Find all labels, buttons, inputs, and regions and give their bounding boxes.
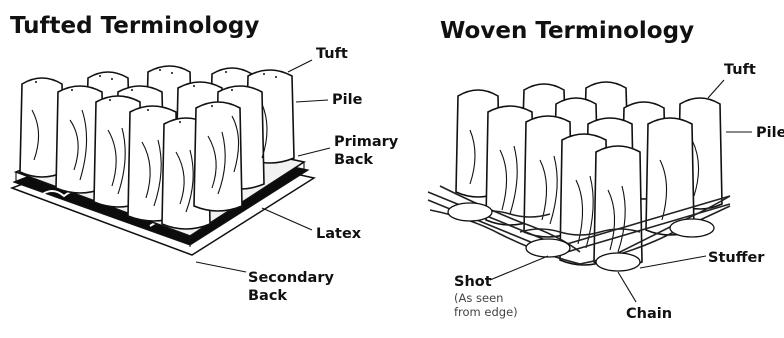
woven-shot-note-2: from edge) xyxy=(454,305,518,319)
tufted-label-primary-back-2: Back xyxy=(334,152,373,168)
tufted-tuft-leader xyxy=(288,60,312,72)
tufted-label-secondary-back-2: Back xyxy=(248,288,287,304)
woven-stuffer-leader xyxy=(640,256,706,268)
woven-label-stuffer: Stuffer xyxy=(708,250,765,266)
woven-shot-leader xyxy=(490,256,548,280)
tufted-label-primary-back-1: Primary xyxy=(334,134,399,150)
woven-carpet-illustration xyxy=(428,82,730,271)
woven-chain-leader xyxy=(618,272,636,302)
woven-title: Woven Terminology xyxy=(440,18,694,44)
tufted-pile-leader xyxy=(296,100,328,102)
tufted-primary-back-leader xyxy=(298,148,330,156)
woven-pile-strands xyxy=(456,82,722,267)
woven-label-shot: Shot xyxy=(454,274,492,290)
woven-shot-note-1: (As seen xyxy=(454,291,503,305)
woven-panel: Woven Terminology xyxy=(428,18,784,322)
woven-label-chain: Chain xyxy=(626,306,672,322)
tufted-label-tuft: Tuft xyxy=(316,46,348,62)
woven-tuft-leader xyxy=(708,80,724,98)
tufted-panel: Tufted Terminology xyxy=(10,13,399,304)
tufted-label-pile: Pile xyxy=(332,92,363,108)
tufted-latex-leader xyxy=(262,208,312,230)
woven-label-pile: Pile xyxy=(756,125,784,141)
tufted-carpet-illustration xyxy=(12,66,314,255)
tufted-label-latex: Latex xyxy=(316,226,362,242)
tufted-secondary-back-leader xyxy=(196,262,246,272)
tufted-label-secondary-back-1: Secondary xyxy=(248,270,334,286)
woven-label-tuft: Tuft xyxy=(724,62,756,78)
tufted-title: Tufted Terminology xyxy=(10,13,259,39)
